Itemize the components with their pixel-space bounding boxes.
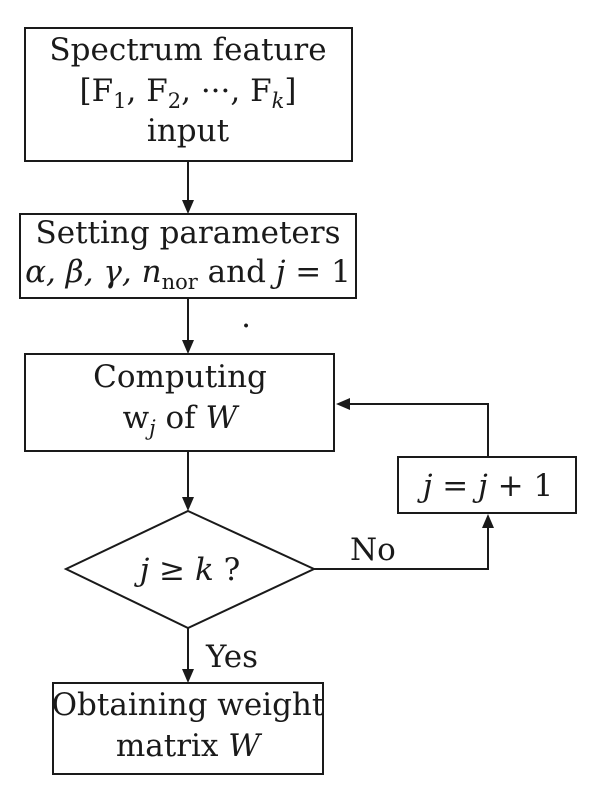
- input-line-3: input: [147, 113, 230, 149]
- increment-label: j = j + 1: [417, 468, 553, 504]
- increment-box: [397, 456, 577, 514]
- setting-line-1: Setting parameters: [36, 215, 341, 251]
- arrow-setting-to-computing: [182, 298, 194, 354]
- computing-line-1: Computing: [93, 359, 267, 395]
- computing-box: [24, 353, 335, 452]
- output-node: Obtaining weight matrix W: [52, 682, 325, 775]
- decision-node: j ≥ k ?: [63, 509, 317, 630]
- setting-box: [19, 213, 357, 299]
- arrow-computing-to-decision: [182, 451, 194, 511]
- input-line-1: Spectrum feature: [49, 32, 326, 68]
- input-line-2: [F1, F2, ···, Fk]: [80, 73, 297, 113]
- decision-label: j ≥ k ?: [134, 552, 241, 588]
- output-line-2: matrix W: [116, 728, 262, 764]
- computing-line-2: wj of W: [123, 400, 240, 440]
- arrow-decision-no-to-increment: [314, 514, 494, 570]
- setting-node: Setting parameters α, β, γ, nnor and j =…: [19, 213, 357, 299]
- stray-dot: .: [241, 299, 251, 335]
- output-line-1: Obtaining weight: [52, 687, 325, 723]
- no-label: No: [350, 532, 396, 568]
- computing-node: Computing wj of W: [24, 353, 335, 452]
- arrow-increment-to-computing: [336, 398, 489, 457]
- arrow-input-to-setting: [182, 161, 194, 214]
- output-box: [52, 682, 324, 775]
- arrow-decision-yes-to-output: [182, 628, 194, 683]
- increment-node: j = j + 1: [397, 456, 577, 514]
- input-box: [24, 27, 353, 162]
- input-node: Spectrum feature [F1, F2, ···, Fk] input: [24, 27, 353, 162]
- yes-label: Yes: [205, 639, 258, 675]
- setting-line-2: α, β, γ, nnor and j = 1: [25, 254, 351, 294]
